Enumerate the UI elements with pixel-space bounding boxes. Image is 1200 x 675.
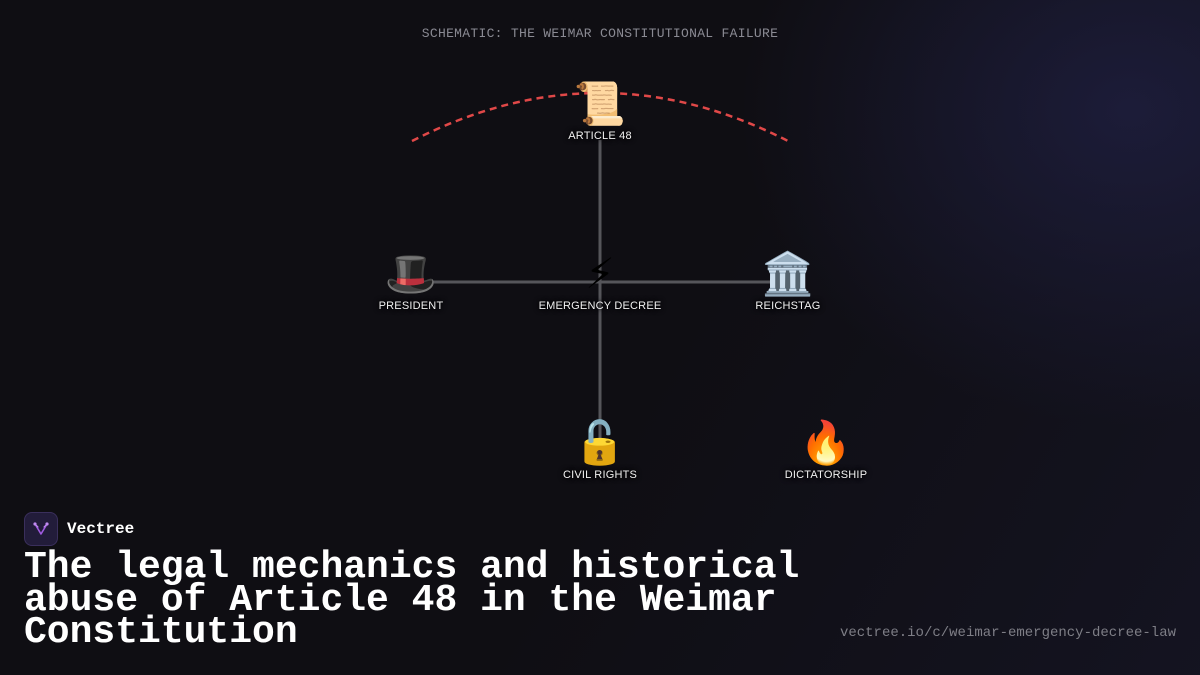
- node-label-president: PRESIDENT: [378, 300, 444, 312]
- source-url[interactable]: vectree.io/c/weimar-emergency-decree-law: [839, 625, 1176, 641]
- node-label-civil-rights: CIVIL RIGHTS: [562, 469, 638, 481]
- vectree-logo-icon: [24, 512, 58, 546]
- top-hat-icon: 🎩: [384, 249, 438, 298]
- node-article-48: 📜 ARTICLE 48: [520, 79, 680, 143]
- node-civil-rights: 🔓 CIVIL RIGHTS: [520, 418, 680, 482]
- fire-icon: 🔥: [799, 418, 853, 467]
- node-label-dictatorship: DICTATORSHIP: [784, 469, 868, 481]
- classical-building-icon: 🏛️: [761, 249, 815, 298]
- node-label-article-48: ARTICLE 48: [568, 130, 632, 142]
- node-label-emergency-decree: EMERGENCY DECREE: [538, 300, 662, 312]
- lightning-icon: ⚡: [585, 249, 615, 298]
- brand[interactable]: Vectree: [24, 512, 134, 546]
- unlocked-padlock-icon: 🔓: [573, 418, 627, 467]
- node-emergency-decree: ⚡ EMERGENCY DECREE: [520, 249, 680, 313]
- node-dictatorship: 🔥 DICTATORSHIP: [746, 418, 906, 482]
- scroll-icon: 📜: [573, 79, 627, 128]
- node-president: 🎩 PRESIDENT: [331, 249, 491, 313]
- node-reichstag: 🏛️ REICHSTAG: [708, 249, 868, 313]
- node-label-reichstag: REICHSTAG: [755, 300, 821, 312]
- schematic-title: SCHEMATIC: THE WEIMAR CONSTITUTIONAL FAI…: [421, 26, 779, 41]
- page-title: The legal mechanics and historical abuse…: [24, 546, 800, 654]
- brand-name: Vectree: [67, 520, 135, 538]
- article48-arc: [411, 91, 789, 143]
